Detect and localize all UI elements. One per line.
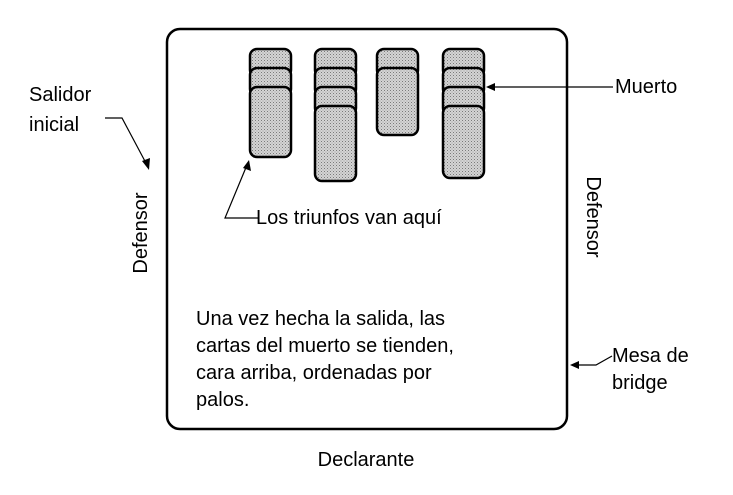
trumps-label: Los triunfos van aquí: [256, 207, 442, 229]
dummy-note: Una vez hecha la salida, las cartas del …: [196, 308, 459, 411]
dummy-label: Muerto: [615, 76, 677, 98]
table-label: Mesa de bridge: [612, 345, 694, 394]
table-label-line-1: Mesa de: [612, 345, 689, 367]
note-line-4: palos.: [196, 389, 249, 411]
opening-leader-line-1: Salidor: [29, 84, 92, 106]
dummy-card: [248, 85, 293, 159]
trumps-arrowhead: [243, 160, 251, 171]
defender-left-label: Defensor: [130, 192, 152, 273]
note-line-2: cartas del muerto se tienden,: [196, 335, 454, 357]
opening-leader-pointer: [105, 117, 148, 166]
dummy-card: [375, 66, 420, 137]
defender-right-label: Defensor: [582, 176, 604, 257]
table-pointer: [574, 355, 613, 366]
opening-leader-arrowhead: [142, 158, 150, 170]
opening-leader-line-2: inicial: [29, 114, 79, 136]
trumps-pointer: [224, 164, 258, 219]
note-line-3: cara arriba, ordenadas por: [196, 362, 432, 384]
table-arrowhead: [570, 361, 579, 369]
dummy-arrowhead: [486, 83, 495, 91]
dummy-card: [441, 104, 486, 180]
dummy-cards: [248, 47, 486, 183]
declarer-label: Declarante: [318, 449, 415, 471]
table-outline: [165, 27, 569, 431]
opening-leader-label: Salidor inicial: [29, 84, 97, 136]
note-line-1: Una vez hecha la salida, las: [196, 308, 445, 330]
table-label-line-2: bridge: [612, 372, 668, 394]
dummy-card: [313, 104, 358, 183]
